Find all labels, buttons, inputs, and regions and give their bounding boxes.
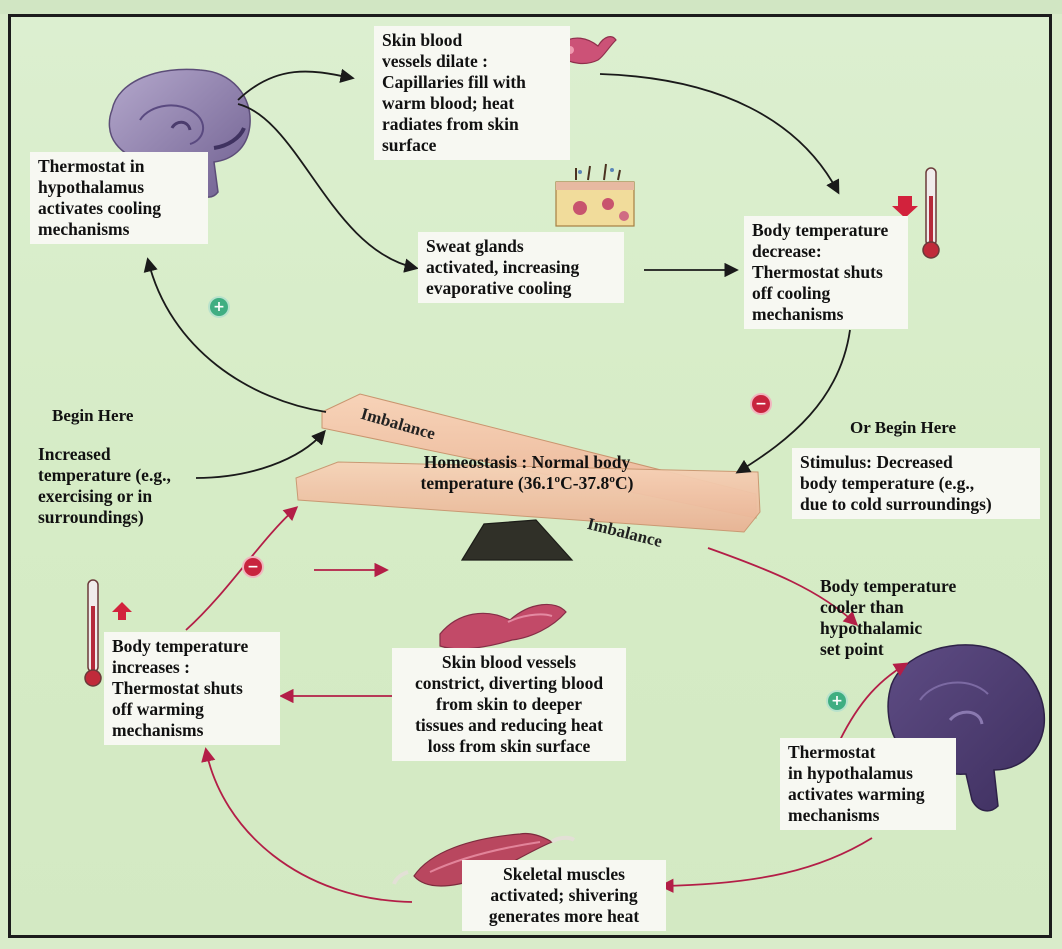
arrow-cooler-to-brain [839, 662, 909, 741]
negative-sign-icon: − [752, 395, 770, 413]
arrow-increase-to-imbalance [195, 429, 326, 479]
heading-begin-here: Begin Here [52, 406, 134, 425]
arrow-imbalance-to-cooler [707, 547, 859, 626]
positive-sign-icon: + [828, 692, 846, 710]
blood-vessel-icon [439, 603, 567, 650]
label-stimulus: Stimulus: Decreased body temperature (e.… [792, 448, 1040, 519]
label-increased-temp: Increased temperature (e.g., exercising … [38, 444, 171, 527]
arrow-imbalance-to-brain [143, 257, 327, 413]
arrow-brain-to-sweat [237, 103, 419, 273]
arrow-brain-to-shivering [659, 837, 873, 893]
label-sweat: Sweat glands activated, increasing evapo… [418, 232, 624, 303]
label-thermostat-cooling: Thermostat in hypothalamus activates coo… [30, 152, 208, 244]
seesaw-board [295, 393, 761, 533]
label-temp-decrease: Body temperature decrease: Thermostat sh… [744, 216, 908, 329]
negative-sign-icon: − [244, 558, 262, 576]
fulcrum-shape [460, 519, 574, 561]
positive-sign-icon: + [210, 298, 228, 316]
brain-icon [108, 68, 251, 198]
arrow-increase-to-balance [185, 506, 299, 631]
label-cooler: Body temperature cooler than hypothalami… [820, 576, 957, 659]
arrow-dilate-to-decrease [599, 73, 840, 195]
top-band [0, 0, 1062, 14]
heading-or-begin-here: Or Begin Here [850, 418, 957, 437]
arrow-decrease-to-stimulus [735, 329, 851, 474]
label-constrict: Skin blood vessels constrict, diverting … [392, 648, 626, 761]
arrow-brain-to-dilate [237, 68, 355, 101]
label-homeostasis: Homeostasis : Normal body temperature (3… [420, 452, 634, 493]
muscle-icon [392, 832, 576, 887]
arrow-shivering-to-increase [201, 747, 413, 903]
label-skin-dilate: Skin blood vessels dilate : Capillaries … [374, 26, 570, 160]
label-shivering: Skeletal muscles activated; shivering ge… [462, 860, 666, 931]
label-temp-increase: Body temperature increases : Thermostat … [104, 632, 280, 745]
label-thermostat-warming: Thermostat in hypothalamus activates war… [780, 738, 956, 830]
skin-section-icon [555, 163, 635, 227]
thermometer-icon [892, 167, 940, 259]
thermometer-icon [84, 579, 132, 687]
